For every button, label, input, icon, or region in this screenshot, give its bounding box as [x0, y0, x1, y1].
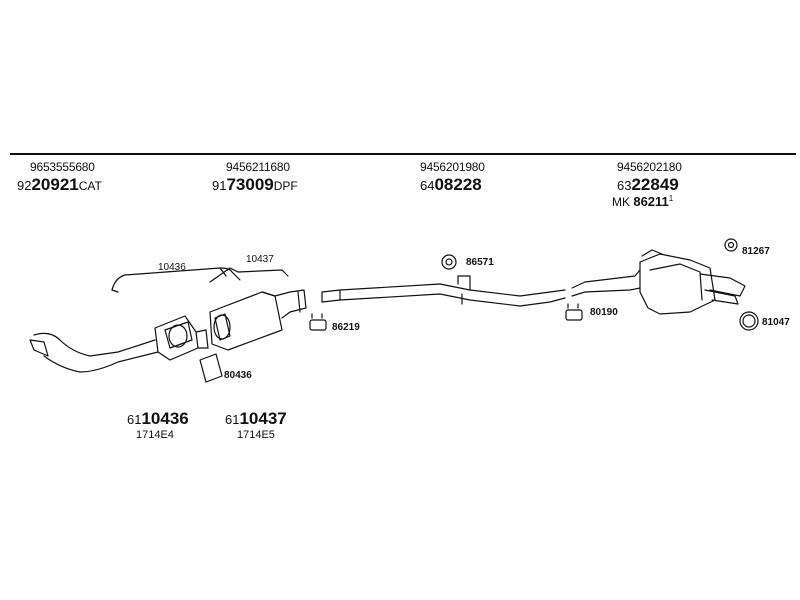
rear-silencer-code: 6322849: [617, 175, 679, 195]
bottom-code-2-prefix: 61: [225, 412, 240, 427]
cat-code-suffix: CAT: [78, 179, 102, 193]
bottom-code-1-prefix: 61: [127, 412, 142, 427]
cat-code-prefix: 92: [17, 178, 32, 193]
dpf-code-suffix: DPF: [273, 179, 298, 193]
part-number-cat: 9653555680: [30, 160, 95, 174]
bottom-code-1-main: 10436: [141, 409, 189, 428]
ring-86571-drawing: [441, 254, 457, 270]
mounting-kit-sup: 1: [668, 194, 674, 203]
front-pipe-catalyst-drawing: [29, 315, 209, 373]
header-divider-line: [10, 153, 796, 155]
ring-81047-drawing: [739, 311, 759, 331]
rear-silencer-code-prefix: 63: [617, 178, 632, 193]
label-10437: 10437: [246, 254, 274, 265]
cat-code: 9220921CAT: [17, 175, 102, 195]
middle-pipe-code-prefix: 64: [420, 178, 435, 193]
label-81047: 81047: [762, 317, 790, 328]
bottom-sub-2: 1714E5: [237, 429, 275, 441]
label-80436: 80436: [224, 370, 252, 381]
dpf-code-prefix: 91: [212, 178, 227, 193]
mounting-kit-code: MK 862111: [612, 194, 673, 209]
bottom-sub-1: 1714E4: [136, 429, 174, 441]
label-80190: 80190: [590, 307, 618, 318]
part-number-rear-silencer: 9456202180: [617, 160, 682, 174]
bottom-code-1: 6110436: [127, 409, 189, 429]
part-number-middle-pipe: 9456201980: [420, 160, 485, 174]
bracket-10437-drawing: [209, 267, 289, 283]
label-81267: 81267: [742, 246, 770, 257]
label-86571: 86571: [466, 257, 494, 268]
part-number-dpf: 9456211680: [226, 160, 290, 174]
dpf-code: 9173009DPF: [212, 175, 298, 195]
clamp-80190-drawing: [565, 303, 583, 321]
middle-pipe-code: 6408228: [420, 175, 482, 195]
mounting-kit-prefix: MK: [612, 195, 630, 209]
clamp-86219-drawing: [309, 313, 327, 331]
rear-silencer-code-main: 22849: [631, 175, 679, 194]
ring-81267-drawing: [724, 238, 738, 252]
bracket-10436-drawing: [111, 267, 233, 291]
rear-silencer-drawing: [571, 249, 746, 315]
gasket-80436-drawing: [199, 353, 223, 383]
middle-pipe-drawing: [321, 275, 566, 307]
label-10436: 10436: [158, 262, 186, 273]
dpf-code-main: 73009: [226, 175, 274, 194]
label-86219: 86219: [332, 322, 360, 333]
middle-pipe-code-main: 08228: [434, 175, 482, 194]
mounting-kit-number: 86211: [633, 194, 669, 209]
dpf-drawing: [209, 289, 307, 351]
bottom-code-2-main: 10437: [239, 409, 287, 428]
cat-code-main: 20921: [31, 175, 79, 194]
bottom-code-2: 6110437: [225, 409, 287, 429]
